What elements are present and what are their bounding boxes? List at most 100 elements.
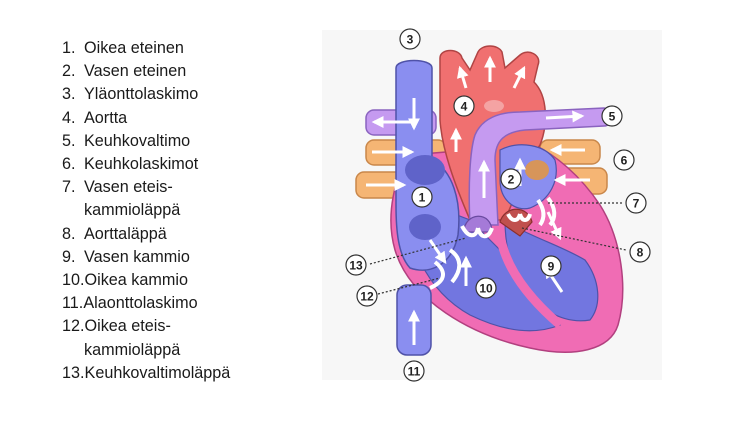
- badge-label: 1: [419, 191, 426, 205]
- badge-7: 7: [625, 192, 647, 214]
- badge-circle: [629, 241, 651, 263]
- badge-label: 4: [461, 100, 468, 114]
- badge-circle: [475, 277, 497, 299]
- badge-label: 9: [548, 260, 555, 274]
- legend-label: kammioläppä: [84, 340, 181, 359]
- badge-label: 11: [408, 365, 421, 379]
- legend-label: Oikea eteis-: [84, 317, 171, 336]
- tricuspid-valve-leaflet: [448, 248, 462, 284]
- badge-circle: [411, 186, 433, 208]
- badge-circle: [613, 149, 635, 171]
- valve-leaflet: [518, 213, 532, 222]
- badge-label: 2: [508, 173, 515, 187]
- badge-3: 3: [399, 28, 421, 50]
- badge-circle: [403, 360, 425, 382]
- flow-arrow: [512, 65, 526, 89]
- badge-8: 8: [629, 241, 651, 263]
- aorta-lumen: [484, 100, 504, 112]
- leader-line-12: [377, 277, 441, 295]
- leader-lines: [369, 202, 627, 295]
- legend-label: Aortta: [84, 108, 128, 127]
- legend-label: Oikea eteinen: [84, 39, 184, 57]
- badge-circle: [540, 255, 562, 277]
- legend-label: Oikea kammio: [84, 271, 188, 290]
- tricuspid-valve-leaflet: [429, 260, 445, 290]
- legend-label: kammioläppä: [84, 201, 181, 220]
- legend-number: 4.: [62, 108, 76, 127]
- legend-number: 8.: [62, 224, 76, 243]
- legend-item-continuation: kammioläppä: [62, 199, 230, 222]
- legend-number: 10.: [62, 271, 85, 290]
- legend-item-continuation: kammioläppä: [62, 339, 230, 362]
- badge-label: 6: [621, 154, 628, 168]
- legend-label: Vasen eteinen: [84, 62, 187, 81]
- legend-label: Aorttaläppä: [84, 224, 167, 243]
- legend-number: 6.: [62, 155, 76, 174]
- right-atrium-opening-upper: [405, 155, 445, 185]
- legend-label: Keuhkovaltimo: [84, 131, 191, 150]
- flow-arrows: [366, 55, 590, 345]
- badge-circle: [356, 285, 378, 307]
- legend-label: Vasen kammio: [84, 247, 190, 266]
- legend-item: 13.Keuhkovaltimoläppä: [62, 362, 230, 385]
- badge-label: 13: [349, 259, 363, 273]
- legend-number: 9.: [62, 247, 76, 266]
- legend-label: Yläonttolaskimo: [84, 85, 199, 104]
- badge-12: 12: [356, 285, 378, 307]
- badge-label: 5: [609, 110, 616, 124]
- badge-9: 9: [540, 255, 562, 277]
- legend-item: 4. Aortta: [62, 107, 230, 130]
- badge-label: 10: [479, 282, 493, 296]
- legend-number: 12.: [62, 317, 85, 336]
- legend-item: 5. Keuhkovaltimo: [62, 130, 230, 153]
- ventricular-septum: [495, 234, 563, 329]
- legend-label: Alaonttolaskimo: [83, 294, 198, 313]
- badge-5: 5: [601, 105, 623, 127]
- badge-label: 12: [360, 290, 374, 304]
- badge-circle: [601, 105, 623, 127]
- flow-arrow: [457, 65, 469, 89]
- legend-item: 2.Vasen eteinen: [62, 60, 230, 83]
- legend-item: 12.Oikea eteis-: [62, 315, 230, 338]
- legend-item: 1. Oikea eteinen: [62, 37, 230, 60]
- right-atrium-opening-lower: [409, 214, 441, 240]
- pulmonary-trunk: [468, 107, 612, 226]
- legend-item: 3. Yläonttolaskimo: [62, 83, 230, 106]
- flow-arrow: [428, 239, 447, 264]
- badge-circle: [345, 254, 367, 276]
- legend-item: 9. Vasen kammio: [62, 246, 230, 269]
- badge-13: 13: [345, 254, 367, 276]
- legend-label: Vasen eteis-: [84, 178, 173, 197]
- valve-leaflet: [476, 227, 494, 239]
- badge-10: 10: [475, 277, 497, 299]
- badge-circle: [399, 28, 421, 50]
- legend-number: 5.: [62, 131, 76, 150]
- legend-number: 13.: [62, 363, 85, 382]
- badge-4: 4: [453, 95, 475, 117]
- badge-label: 7: [633, 197, 640, 211]
- legend-item: 6. Keuhkolaskimot: [62, 153, 230, 176]
- legend-number: 3.: [62, 85, 76, 104]
- leader-line-13: [369, 237, 467, 265]
- mitral-valve-leaflet: [546, 196, 557, 227]
- badge-label: 3: [407, 33, 414, 47]
- flow-arrow: [545, 110, 585, 123]
- legend-number: 1.: [62, 39, 76, 57]
- leader-line-8: [521, 227, 627, 251]
- legend-item: 10.Oikea kammio: [62, 269, 230, 292]
- legend-number: 11.: [62, 294, 84, 313]
- badge-circle: [453, 95, 475, 117]
- badge-label: 8: [637, 246, 644, 260]
- legend-item: 11.Alaonttolaskimo: [62, 292, 230, 315]
- legend-item: 7. Vasen eteis-: [62, 176, 230, 199]
- left-atrium-opening: [525, 160, 549, 180]
- legend-item: 8. Aorttaläppä: [62, 223, 230, 246]
- legend-list: 1. Oikea eteinen 2.Vasen eteinen 3. Yläont…: [62, 37, 230, 385]
- mitral-valve-leaflet: [536, 198, 546, 227]
- badge-11: 11: [403, 360, 425, 382]
- legend-label: Keuhkolaskimot: [84, 155, 199, 174]
- legend-label: Keuhkovaltimoläppä: [84, 363, 231, 382]
- legend-number: 7.: [62, 178, 76, 197]
- flow-arrow: [546, 211, 562, 241]
